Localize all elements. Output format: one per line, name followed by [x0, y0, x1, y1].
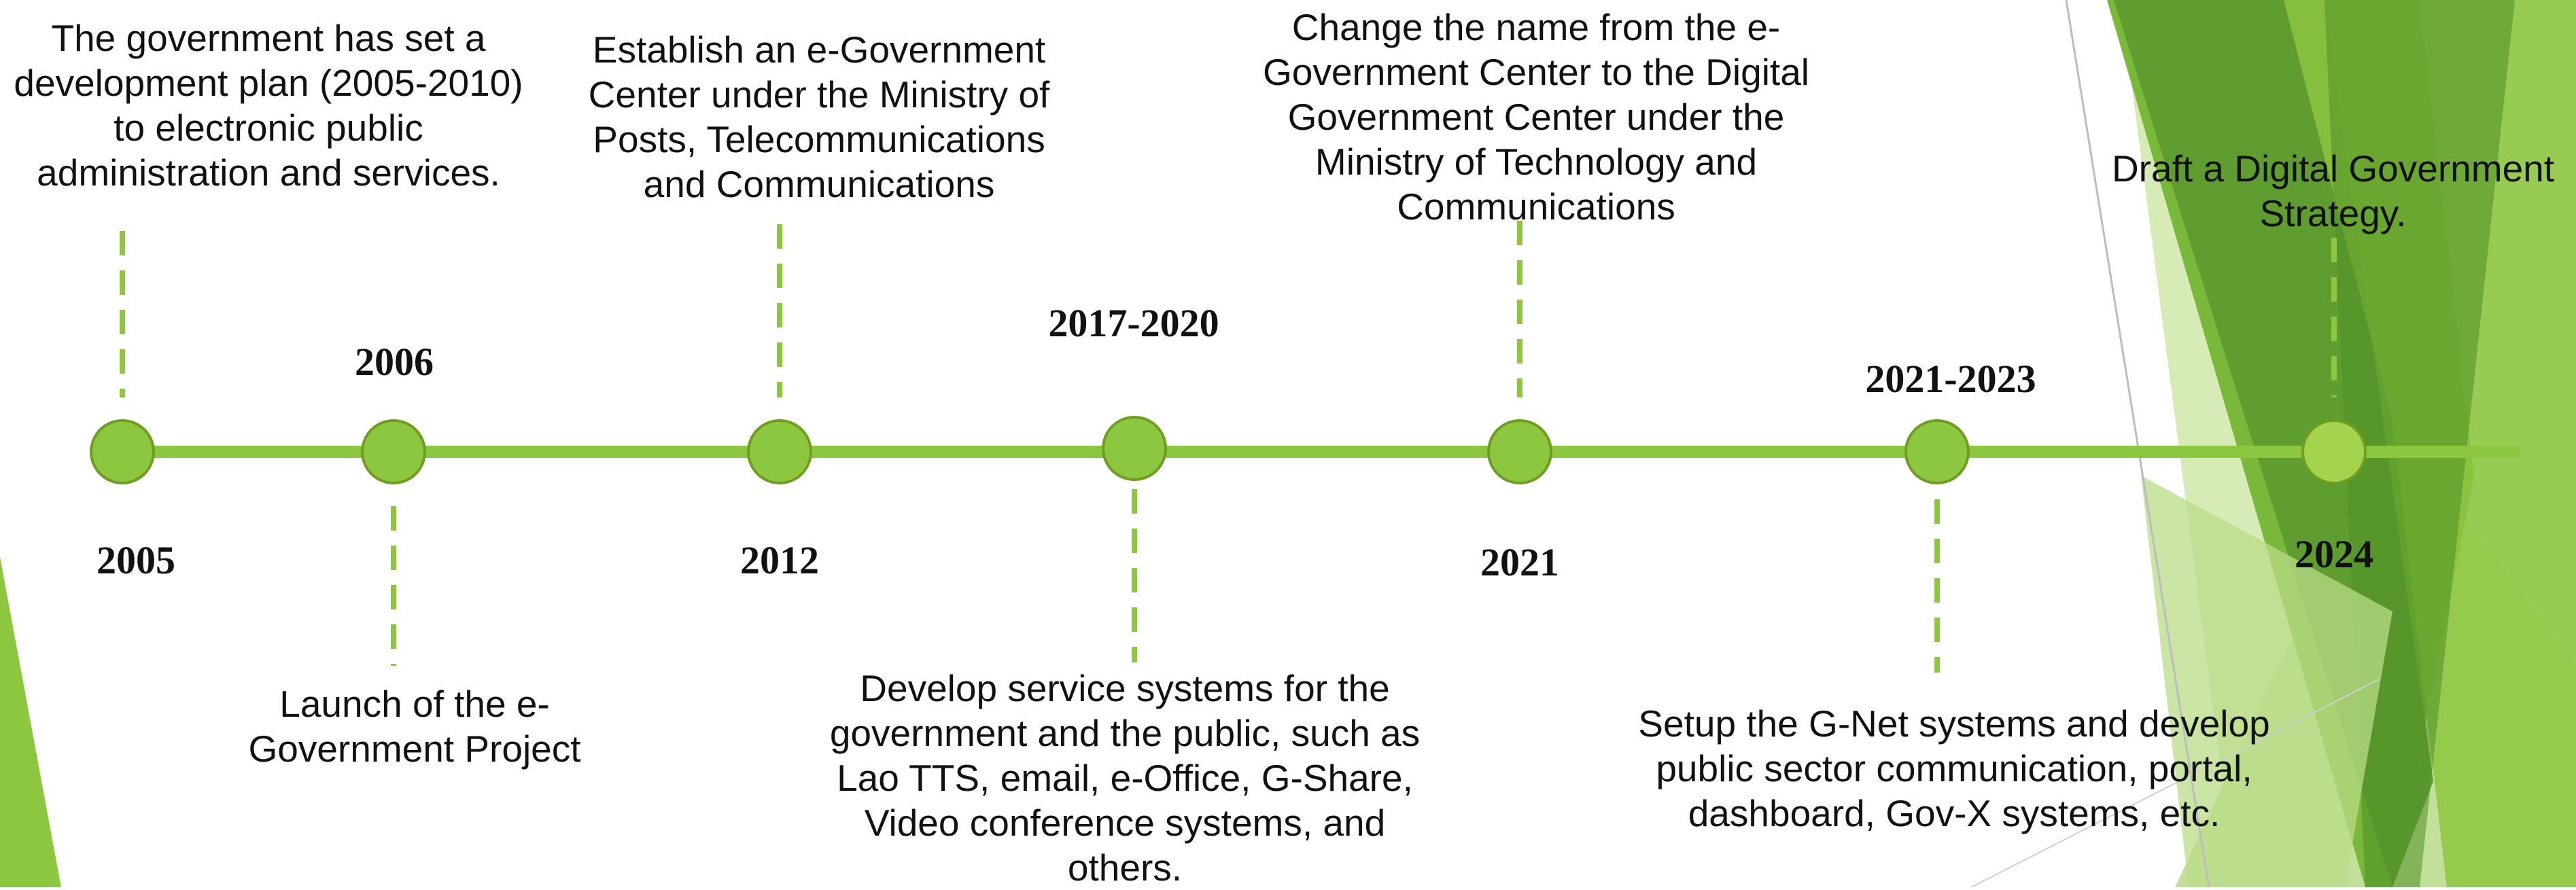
- year-label-2021-2023: 2021-2023: [1865, 357, 2036, 401]
- event-text-2006: Launch of the e- Government Project: [248, 683, 581, 770]
- year-label-2006: 2006: [355, 340, 434, 384]
- node-2005: [90, 419, 155, 484]
- node-2021: [1487, 419, 1552, 484]
- node-2006: [361, 419, 426, 484]
- event-text-2017-2020: Develop service systems for the governme…: [829, 667, 1421, 889]
- node-2024: [2301, 419, 2367, 484]
- right-deco-light-3: [2141, 476, 2392, 887]
- event-text-2012: Establish an e-Government Center under t…: [588, 29, 1050, 205]
- event-text-2024: Draft a Digital Government Strategy.: [2111, 147, 2555, 234]
- node-2021-2023: [1904, 419, 1970, 484]
- year-label-2017-2020: 2017-2020: [1048, 301, 1219, 345]
- year-label-2005: 2005: [97, 538, 175, 582]
- year-label-2024: 2024: [2295, 532, 2373, 576]
- event-text-2005: The government has set a development pla…: [14, 17, 523, 194]
- right-deco-gray-line-2: [1970, 679, 2380, 887]
- right-deco-gray-line-1: [2065, 0, 2210, 887]
- event-text-2021-2023: Setup the G-Net systems and develop publ…: [1638, 702, 2270, 834]
- year-label-2012: 2012: [740, 538, 819, 582]
- left-deco-shape: [0, 557, 61, 887]
- year-label-2021: 2021: [1480, 540, 1559, 584]
- event-text-2021: Change the name from the e- Government C…: [1263, 6, 1809, 228]
- node-2012: [747, 419, 812, 484]
- node-2017-2020: [1102, 416, 1167, 481]
